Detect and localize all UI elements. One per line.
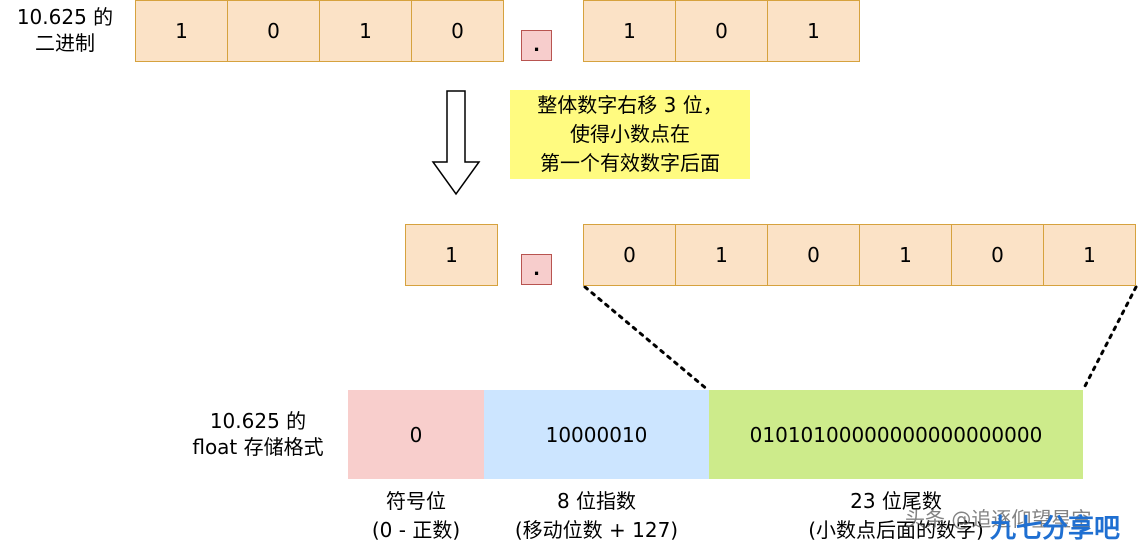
mantissa-segment: 01010100000000000000000 — [709, 390, 1083, 479]
mid-fraction-bit: 1 — [1043, 224, 1136, 286]
mid-fraction-bit: 0 — [583, 224, 676, 286]
sign-bit-caption: 符号位 (0 - 正数) — [371, 489, 461, 542]
mid-fraction-bit: 0 — [951, 224, 1044, 286]
mid-fraction-bit: 1 — [675, 224, 768, 286]
sign-bit-segment: 0 — [348, 390, 484, 479]
top-integer-bit: 0 — [227, 0, 320, 62]
mantissa-caption: 23 位尾数 (小数点后面的数字) — [808, 489, 984, 542]
exponent-caption: 8 位指数 (移动位数 + 127) — [514, 489, 679, 542]
mid-decimal-point: . — [521, 254, 552, 285]
top-fraction-bit: 0 — [675, 0, 768, 62]
float-format-label: 10.625 的 float 存储格式 — [192, 409, 324, 459]
top-decimal-point: . — [521, 30, 552, 61]
dotted-connector-left — [583, 285, 710, 392]
top-fraction-bit: 1 — [767, 0, 860, 62]
mid-fraction-bit: 1 — [859, 224, 952, 286]
shift-note: 整体数字右移 3 位， 使得小数点在 第一个有效数字后面 — [510, 90, 750, 179]
top-integer-bit: 1 — [135, 0, 228, 62]
watermark-text: 头条 @追逐仰望星空 — [905, 507, 1092, 531]
exponent-segment: 10000010 — [484, 390, 709, 479]
top-fraction-bit: 1 — [583, 0, 676, 62]
top-integer-bit: 0 — [411, 0, 504, 62]
dotted-connector-right — [1081, 285, 1138, 392]
mid-fraction-bit: 0 — [767, 224, 860, 286]
top-integer-bit: 1 — [319, 0, 412, 62]
down-arrow-icon — [431, 90, 481, 196]
watermark-logo: 九七分享吧 — [990, 514, 1121, 544]
mid-integer-bit: 1 — [405, 224, 498, 286]
binary-label: 10.625 的 二进制 — [16, 5, 114, 55]
